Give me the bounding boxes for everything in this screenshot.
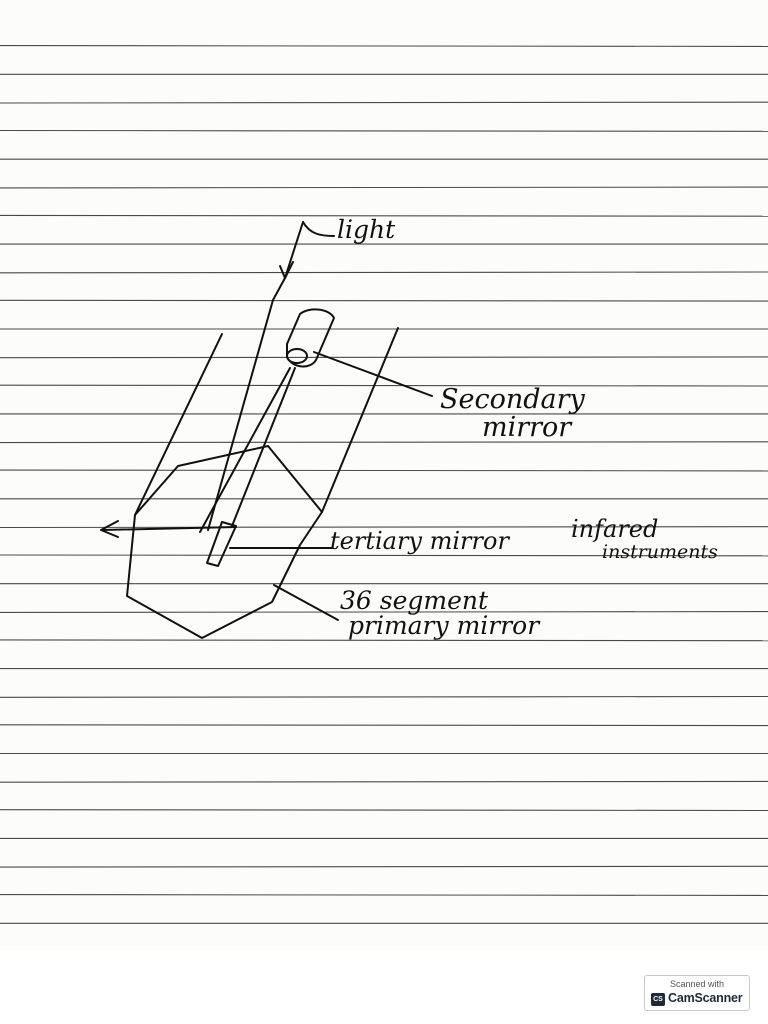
secondary-mirror-body bbox=[286, 308, 335, 368]
light-ray-in bbox=[207, 221, 304, 531]
ruled-line bbox=[0, 129, 768, 132]
notebook-paper: light Secondary mirror tertiary mirror i… bbox=[0, 45, 768, 924]
label-light: light bbox=[337, 215, 396, 244]
camscanner-watermark: Scanned with CS CamScanner bbox=[644, 975, 750, 1011]
ruled-lines bbox=[0, 45, 768, 924]
ruled-line bbox=[0, 356, 768, 359]
ruled-line bbox=[0, 780, 768, 783]
ruled-line bbox=[0, 271, 768, 274]
ruled-line bbox=[0, 695, 768, 698]
tube-left-line bbox=[134, 333, 223, 516]
secondary-mirror-face bbox=[286, 348, 308, 364]
ruled-line bbox=[0, 441, 768, 444]
ruled-line bbox=[0, 299, 768, 302]
primary-mirror-outline bbox=[126, 445, 323, 639]
camscanner-logo-icon: CS bbox=[651, 993, 665, 1006]
tertiary-mirror-stub bbox=[206, 521, 237, 567]
ruled-line bbox=[0, 894, 768, 896]
light-leader bbox=[302, 221, 335, 237]
ruled-line bbox=[0, 469, 768, 472]
ruled-line bbox=[0, 384, 768, 387]
label-infared: infared bbox=[571, 515, 658, 543]
label-tertiary: tertiary mirror bbox=[330, 527, 510, 555]
ruled-line bbox=[0, 101, 768, 104]
ruled-line bbox=[0, 554, 768, 557]
output-ray bbox=[101, 526, 237, 531]
ruled-line bbox=[0, 865, 768, 868]
primary-leader bbox=[273, 584, 339, 621]
label-secondary-line2: mirror bbox=[482, 412, 573, 443]
scanned-with-text: Scanned with bbox=[669, 979, 725, 989]
label-primary-line2: primary mirror bbox=[348, 611, 541, 640]
camscanner-brand-text: CamScanner bbox=[668, 991, 743, 1005]
ruled-line bbox=[0, 809, 768, 812]
ruled-line bbox=[0, 186, 768, 189]
reflected-ray-left bbox=[199, 367, 291, 533]
telescope-diagram: light Secondary mirror tertiary mirror i… bbox=[100, 215, 718, 640]
ruled-line bbox=[0, 214, 768, 217]
ruled-line bbox=[0, 45, 768, 47]
ruled-line bbox=[0, 611, 768, 613]
ruled-line bbox=[0, 724, 768, 727]
label-secondary-line1: Secondary bbox=[440, 384, 586, 415]
ruled-line bbox=[0, 526, 768, 529]
label-instruments: instruments bbox=[602, 541, 718, 563]
secondary-leader bbox=[313, 351, 433, 397]
light-arrowhead bbox=[279, 261, 294, 279]
label-primary-line1: 36 segment bbox=[340, 586, 489, 615]
ruled-line bbox=[0, 639, 768, 642]
output-arrowhead bbox=[100, 520, 119, 538]
reflected-ray-right bbox=[231, 367, 296, 527]
tube-right-line bbox=[321, 327, 399, 513]
